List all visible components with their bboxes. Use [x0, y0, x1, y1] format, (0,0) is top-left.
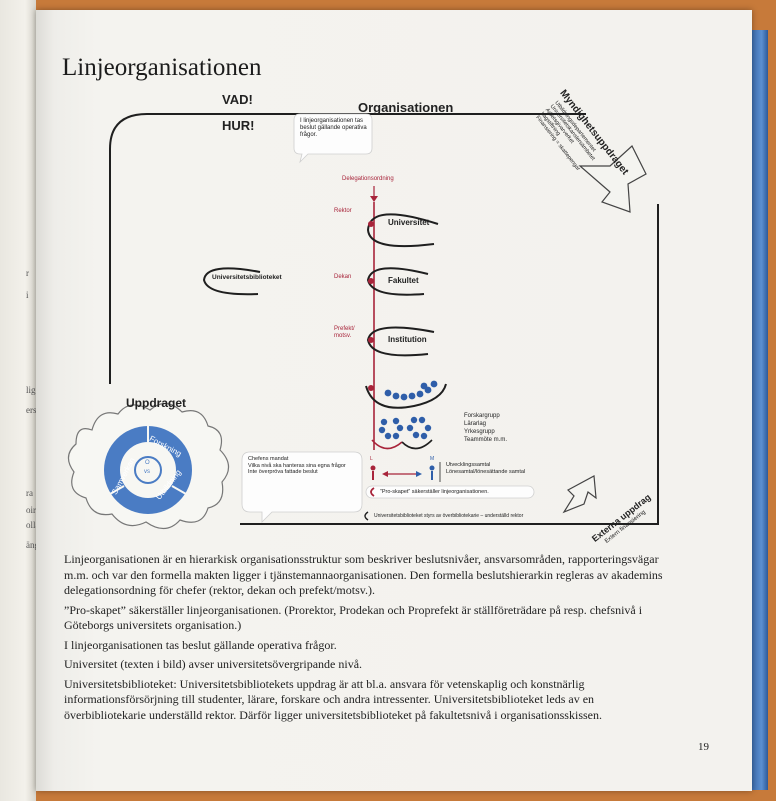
book-page: Linjeorganisationen	[36, 10, 752, 791]
left-page-fragment: ra	[26, 488, 33, 498]
fakultet-arc	[366, 267, 429, 296]
left-page-fragment: i	[26, 290, 29, 300]
ub-styr-label: Universitetsbiblioteket styrs av överbib…	[374, 513, 524, 519]
delegationsordning-label: Delegationsordning	[342, 176, 394, 182]
info-bubble-text: I linjeorganisationen tas beslut gälland…	[300, 118, 367, 138]
left-page-fragment: olla	[26, 520, 40, 530]
institution-label: Institution	[388, 335, 427, 344]
list-item: Lärarlag	[464, 421, 487, 427]
dekan-label: Dekan	[334, 274, 352, 280]
page-title: Linjeorganisationen	[62, 54, 262, 81]
left-page-fragment: ers	[26, 405, 37, 415]
delegation-arrow-icon	[370, 196, 378, 202]
list-item: Forskargrupp	[464, 413, 500, 419]
hur-label: HUR!	[222, 118, 255, 133]
ub-arc	[202, 267, 261, 296]
person-m-icon	[429, 465, 435, 480]
group-arc	[365, 383, 447, 409]
fakultet-label: Fakultet	[388, 276, 419, 285]
person-l-label: L	[370, 456, 373, 462]
info-bubble-shape	[293, 113, 373, 164]
frame-top-line	[109, 113, 586, 384]
pro-skapet-capsule	[365, 485, 535, 499]
universitet-label: Universitet	[388, 218, 430, 227]
left-page-fragment: lig	[26, 385, 36, 395]
group-dots	[384, 380, 438, 401]
pro-skapet-label: ”Pro-skapet” säkerställer linjeorganisat…	[380, 489, 489, 495]
left-page-edge: r i lig ers ra oir olla änge	[0, 0, 43, 801]
universitet-arc	[366, 213, 439, 248]
organisationen-label: Organisationen	[358, 100, 454, 115]
rektor-label: Rektor	[334, 208, 352, 214]
role-dots	[368, 221, 374, 391]
paragraph: Universitet (texten i bild) avser univer…	[64, 657, 363, 671]
list-item: Yrkesgrupp	[464, 429, 495, 435]
myndighet-arrow-icon	[578, 145, 647, 213]
list-item: Teammöte m.m.	[464, 437, 508, 443]
externa-arrow-icon	[562, 475, 597, 514]
chefens-bubble	[241, 451, 363, 523]
uppdraget-label: Uppdraget	[126, 396, 186, 410]
left-page-fragment: oir	[26, 505, 36, 515]
ring-center-label-2: vs	[144, 469, 150, 475]
paragraph: ”Pro-skapet” säkerställer linjeorganisat…	[64, 602, 643, 633]
body-text: Linjeorganisationen är en hierarkisk org…	[64, 552, 676, 727]
paragraph: Universitetsbiblioteket: Universitetsbib…	[64, 676, 602, 722]
vad-label: VAD!	[222, 92, 253, 107]
paragraph: I linjeorganisationen tas beslut gälland…	[64, 637, 337, 652]
left-page-fragment: r	[26, 268, 29, 278]
ring-center-label: O	[145, 460, 150, 466]
paragraph: Linjeorganisationen är en hierarkisk org…	[64, 552, 663, 597]
page-number: 19	[698, 741, 709, 753]
frame-right-line	[240, 204, 659, 525]
diagram-graphics	[67, 113, 659, 530]
team-clusters	[378, 416, 432, 440]
person-m-label: M	[430, 456, 435, 462]
book-edge	[752, 30, 768, 790]
universitetsbiblioteket-label: Universitetsbiblioteket	[212, 274, 282, 281]
person-l-icon	[370, 465, 376, 480]
chefens-list: Chefens mandat Vilka nivå ska hanteras s…	[248, 456, 346, 475]
prefekt-label: Prefekt/ motsv.	[334, 326, 355, 339]
group-list: Forskargrupp Lärarlag Yrkesgrupp Teammöt…	[464, 412, 507, 444]
samtal-list: Utvecklingssamtal Lönesamtal/lönesättand…	[446, 462, 526, 475]
organisation-diagram: VAD! HUR! Organisationen I linjeorganisa…	[62, 84, 702, 545]
left-page-fragment: änge	[26, 540, 43, 550]
